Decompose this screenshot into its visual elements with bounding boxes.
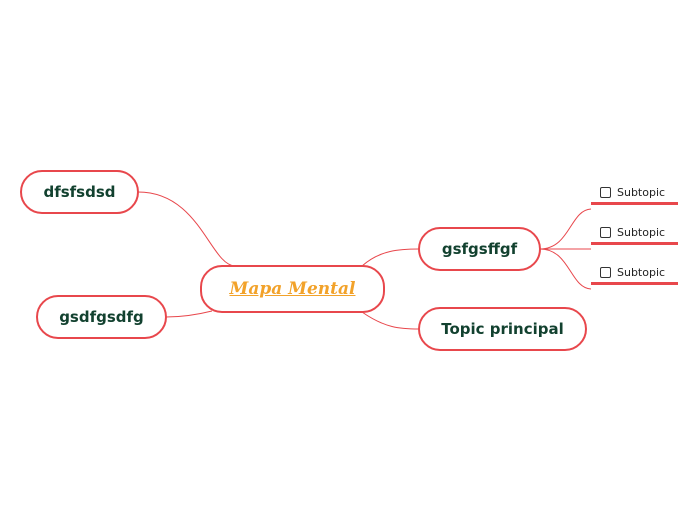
connector-central-to-topic-principal [361, 311, 420, 330]
connector-central-to-gsdfgsdfg [165, 310, 213, 318]
subtopic-item[interactable]: Subtopic [591, 183, 678, 205]
subtopic-label: Subtopic [617, 226, 666, 239]
topic-principal[interactable]: Topic principal [418, 307, 587, 351]
connector-central-to-gsfgsffgf [361, 248, 420, 267]
topic-dfsfsdsd[interactable]: dfsfsdsd [20, 170, 139, 214]
checkbox-icon[interactable] [600, 227, 611, 238]
subtopic-label: Subtopic [617, 266, 666, 279]
subtopic-item[interactable]: Subtopic [591, 223, 678, 245]
checkbox-icon[interactable] [600, 187, 611, 198]
topic-gsfgsffgf[interactable]: gsfgsffgf [418, 227, 541, 271]
connector-gsfgsffgf-to-subtopic-3 [539, 248, 592, 290]
topic-gsdfgsdfg[interactable]: gsdfgsdfg [36, 295, 167, 339]
connector-central-to-dfsfsdsd [137, 191, 236, 267]
connector-gsfgsffgf-to-subtopic-1 [539, 208, 592, 250]
subtopic-item[interactable]: Subtopic [591, 263, 678, 285]
subtopic-label: Subtopic [617, 186, 666, 199]
checkbox-icon[interactable] [600, 267, 611, 278]
central-topic[interactable]: Mapa Mental [200, 265, 385, 313]
